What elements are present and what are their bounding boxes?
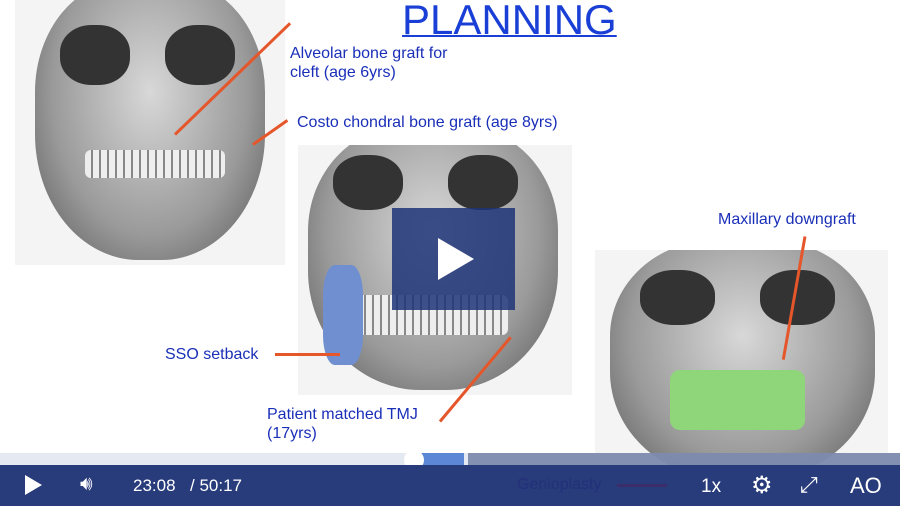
- progress-bar[interactable]: [0, 453, 900, 465]
- label-alveolar-bone-graft: Alveolar bone graft for cleft (age 6yrs): [290, 45, 448, 81]
- skull-image-1: [15, 0, 285, 265]
- fullscreen-icon[interactable]: ⤢: [800, 472, 818, 497]
- current-time: 23:08: [133, 476, 176, 495]
- label-sso-setback: SSO setback: [165, 346, 259, 363]
- volume-icon[interactable]: 🔊︎: [80, 473, 93, 495]
- control-bar: 🔊︎ 23:08 / 50:17 Genioplasty 1x ⚙ ⤢ AO: [0, 465, 900, 506]
- buffered-range: [414, 453, 464, 465]
- play-icon[interactable]: [25, 475, 42, 495]
- ao-logo[interactable]: AO: [850, 473, 882, 498]
- gear-icon[interactable]: ⚙: [751, 472, 773, 499]
- skull-image-3: [595, 250, 888, 465]
- label-costo-chondral: Costo chondral bone graft (age 8yrs): [297, 114, 558, 131]
- slide-title: PLANNING: [402, 0, 617, 43]
- label-patient-matched-tmj: Patient matched TMJ (17yrs): [267, 406, 418, 442]
- label-genioplasty: Genioplasty: [517, 476, 602, 493]
- playback-speed-button[interactable]: 1x: [701, 476, 722, 497]
- duration: / 50:17: [190, 476, 242, 495]
- big-play-button[interactable]: [392, 208, 515, 310]
- label-maxillary-downgraft: Maxillary downgraft: [718, 211, 856, 228]
